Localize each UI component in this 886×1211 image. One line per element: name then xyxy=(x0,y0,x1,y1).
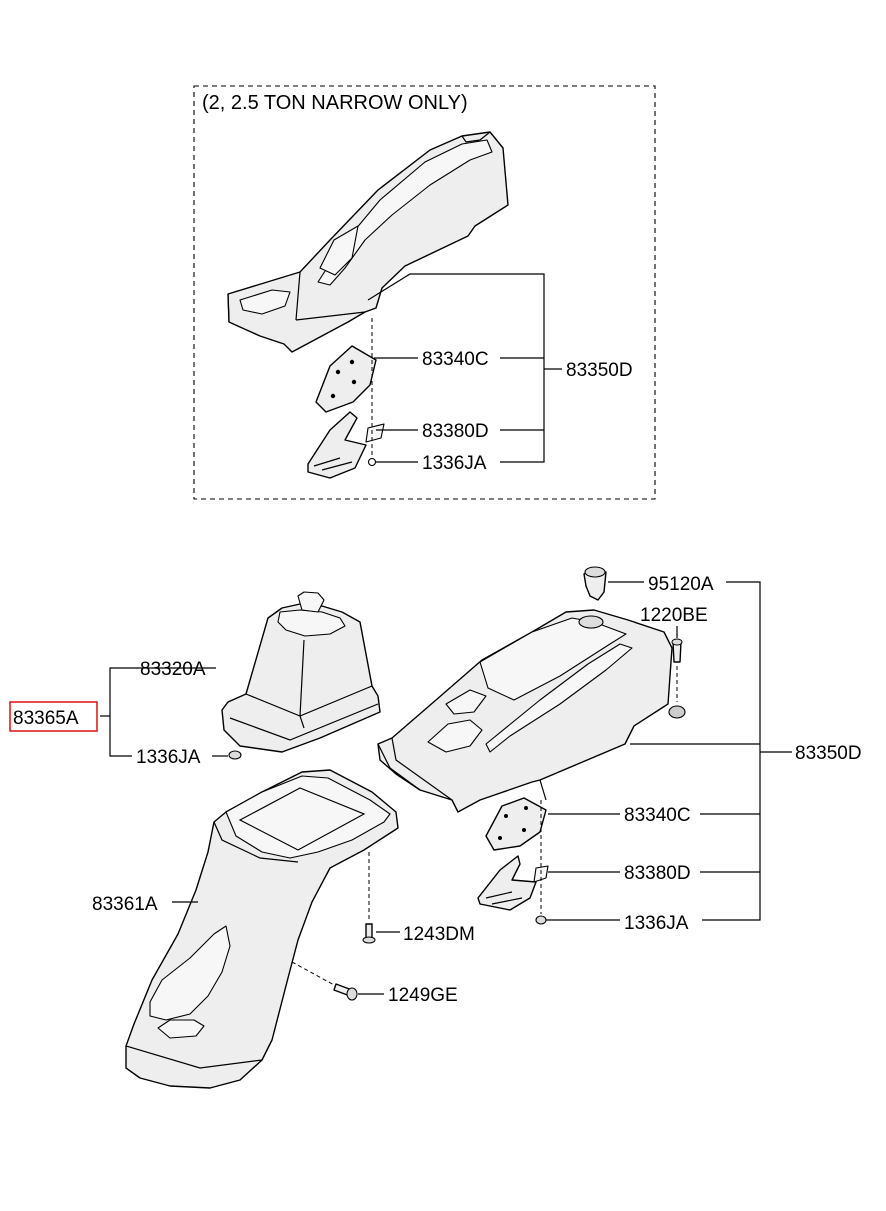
label-83361a[interactable]: 83361A xyxy=(92,894,158,915)
top-label-83340c: 83340C xyxy=(422,349,489,370)
screw-1249ge xyxy=(333,983,358,1001)
screw-1336ja-right xyxy=(535,915,547,925)
top-label-1336ja: 1336JA xyxy=(422,453,487,474)
label-83365a[interactable]: 83365A xyxy=(13,708,79,729)
screw-1243dm xyxy=(362,923,376,944)
boot-nut-1336ja xyxy=(228,750,242,760)
variant-note: (2, 2.5 TON NARROW ONLY) xyxy=(202,92,468,114)
top-console-illustration xyxy=(227,131,509,353)
top-bracket-83380d xyxy=(307,411,385,479)
power-socket-95120a xyxy=(583,566,607,601)
label-1336ja-left[interactable]: 1336JA xyxy=(136,747,201,768)
label-83350d[interactable]: 83350D xyxy=(795,743,862,764)
label-83340c[interactable]: 83340C xyxy=(624,805,691,826)
highlight-box-83365a xyxy=(9,701,98,732)
bolt-1220be xyxy=(668,638,686,719)
top-label-83350d: 83350D xyxy=(566,360,633,381)
label-95120a[interactable]: 95120A xyxy=(648,574,714,595)
shift-boot-83320a xyxy=(221,591,381,753)
label-1249ge[interactable]: 1249GE xyxy=(388,985,458,1006)
label-83320a[interactable]: 83320A xyxy=(140,659,206,680)
label-1220be[interactable]: 1220BE xyxy=(640,605,708,626)
label-1243dm[interactable]: 1243DM xyxy=(403,924,475,945)
bracket-83340c xyxy=(485,797,547,851)
lower-console-83361a xyxy=(125,769,399,1089)
narrow-variant-box xyxy=(193,85,656,500)
bracket-83380d xyxy=(477,855,549,911)
label-83380d[interactable]: 83380D xyxy=(624,863,691,884)
label-1336ja-right[interactable]: 1336JA xyxy=(624,913,689,934)
top-label-83380d: 83380D xyxy=(422,421,489,442)
top-screw-1336ja xyxy=(367,457,377,467)
main-console-83350d xyxy=(377,609,673,813)
top-bracket-83340c xyxy=(315,345,377,413)
